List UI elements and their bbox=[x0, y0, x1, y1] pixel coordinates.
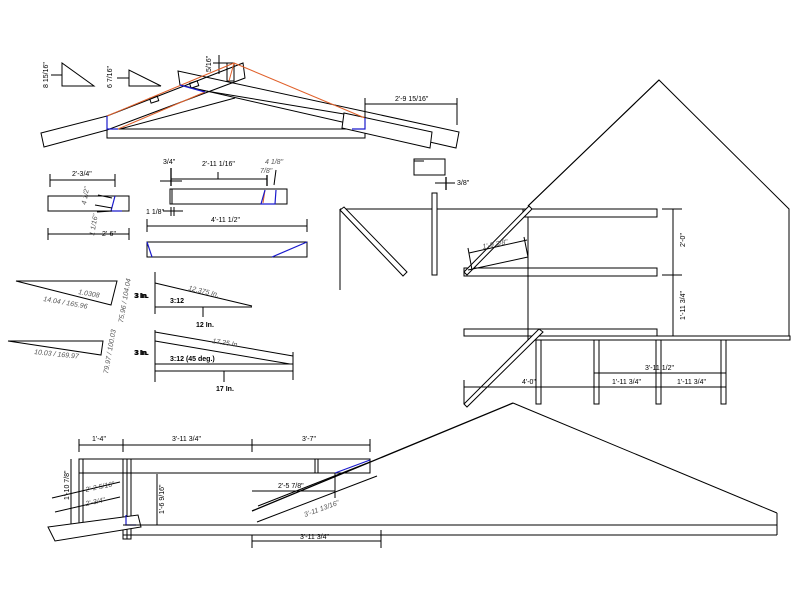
right-rafter-tail bbox=[341, 112, 433, 149]
angle-triangle-2 bbox=[7, 340, 104, 356]
triangle-2-label: 3 In. bbox=[135, 350, 149, 357]
board-right-top bbox=[169, 188, 288, 205]
bay-1-label: 1'-11 3/4" bbox=[612, 379, 642, 386]
post bbox=[431, 192, 438, 276]
slope-1-ratio: 3:12 bbox=[170, 298, 184, 305]
orange-guide-right bbox=[233, 62, 366, 119]
joist-2 bbox=[463, 267, 658, 277]
board-left-angle-b: 1 1/16" bbox=[89, 213, 100, 236]
rafter-run-label: 2'-5 7/8" bbox=[278, 483, 304, 490]
bottom-dim-label: 3'-11 3/4" bbox=[300, 534, 330, 541]
diagonal-rafter bbox=[463, 205, 533, 276]
left-rafter bbox=[106, 62, 246, 131]
triangle-2-side: 79.97 / 100.03 bbox=[103, 329, 118, 374]
left-span-label: 4'-0" bbox=[522, 379, 536, 386]
slope-1-rise: 3 In. bbox=[134, 293, 148, 300]
triangle-1-base: 14.04 / 165.96 bbox=[43, 296, 88, 311]
notch-a-label: 4 1/8" bbox=[265, 159, 284, 166]
slope-2-hyp: 17.25 In. bbox=[212, 338, 240, 349]
triangle-2-base: 10.03 / 169.97 bbox=[34, 349, 80, 361]
small-block-offset: 3/8" bbox=[457, 180, 470, 187]
bay-2-label: 1'-11 3/4" bbox=[677, 379, 707, 386]
offset-left-label: 3/4" bbox=[163, 159, 176, 166]
board-left-bottom-label: 2'-6" bbox=[102, 231, 116, 238]
slope-1-hyp: 12.375 In. bbox=[188, 285, 220, 299]
ridge-offset-label: 5/16" bbox=[206, 55, 213, 72]
angle-triangles: 1.0308 14.04 / 165.96 75.96 / 104.04 3 I… bbox=[7, 278, 149, 374]
truss-view: 8 15/16" 6 7/16" 5/16" bbox=[40, 55, 460, 149]
board-right: 3/4" 2'-11 1/16" 4 1/8" 7/8" 1 1/8" 4'-1… bbox=[146, 159, 308, 258]
length-top-label: 2'-11 1/16" bbox=[202, 161, 235, 168]
height-left-label: 1'-10 7/8" bbox=[64, 470, 71, 500]
slope-2-ratio: 3:12 (45 deg.) bbox=[170, 356, 215, 363]
board-right-bottom bbox=[146, 241, 308, 258]
board-left-top-label: 2'-3/4" bbox=[72, 171, 92, 178]
overhang-label: 2'-9 15/16" bbox=[395, 96, 429, 103]
board-left: 2'-3/4" 4 1/2" 1 1/16" 2'-6" bbox=[47, 171, 130, 240]
blue-cut-right bbox=[352, 118, 366, 130]
board-left-angle-a: 4 1/2" bbox=[81, 186, 91, 206]
triangle-1-side: 75.96 / 104.04 bbox=[118, 278, 133, 323]
height-mid-label: 1'-6 9/16" bbox=[159, 484, 166, 514]
rafter-end bbox=[47, 514, 142, 542]
length-bottom-label: 4'-11 1/2" bbox=[211, 217, 241, 224]
joist-1 bbox=[522, 208, 658, 218]
top-mid-label: 3'-11 3/4" bbox=[172, 436, 202, 443]
top-right-label: 3'-7" bbox=[302, 436, 316, 443]
slope-diagrams: 12.375 In. 3:12 3 In. 12 In. 17.25 In. 3… bbox=[134, 272, 294, 393]
pitch-label-2: 6 7/16" bbox=[107, 66, 114, 88]
orange-guide-left bbox=[106, 62, 235, 117]
notch-b-label: 7/8" bbox=[260, 168, 273, 175]
slope-1-run: 12 In. bbox=[196, 322, 214, 329]
ridge-post bbox=[226, 62, 235, 82]
gap-label: 1 1/8" bbox=[146, 209, 165, 216]
small-block: 3/8" bbox=[413, 158, 470, 190]
blue-cut-left bbox=[106, 116, 118, 130]
spacing-upper-label: 2'-0" bbox=[680, 233, 687, 247]
diag-a-label: 2'-2 5/16" bbox=[84, 481, 116, 494]
top-left-label: 1'-4" bbox=[92, 436, 106, 443]
pitch-label-1: 8 15/16" bbox=[43, 62, 50, 88]
triangle-1-label: 3 In. bbox=[135, 293, 149, 300]
elevation-view: 1'-4" 3'-11 3/4" 3'-7" 1'-10 7/8" 1'-6 9… bbox=[47, 402, 778, 548]
bottom-chord bbox=[106, 128, 366, 139]
spacing-lower-label: 1'-11 3/4" bbox=[680, 290, 687, 320]
triangle-1-hyp: 1.0308 bbox=[78, 289, 100, 300]
lower-brace bbox=[463, 328, 544, 408]
slope-2-run: 17 In. bbox=[216, 386, 234, 393]
joist-3 bbox=[463, 328, 658, 337]
slope-2-rise: 3 In. bbox=[134, 350, 148, 357]
sloped-rafter bbox=[251, 402, 514, 512]
left-rafter-tail bbox=[40, 115, 108, 148]
plan-view: 1'-9 3/8" 2'-0" 1'-11 3/4" 4'-0" 3'-11 1… bbox=[339, 79, 791, 408]
total-span-label: 3'-11 1/2" bbox=[645, 365, 675, 372]
left-brace bbox=[339, 206, 408, 277]
angle-triangle-1 bbox=[15, 280, 118, 306]
pitch-triangle-1 bbox=[61, 62, 96, 87]
pitch-triangle-2 bbox=[128, 69, 162, 87]
brace-length-label: 1'-9 3/8" bbox=[482, 239, 509, 251]
floor-beam bbox=[527, 335, 791, 341]
